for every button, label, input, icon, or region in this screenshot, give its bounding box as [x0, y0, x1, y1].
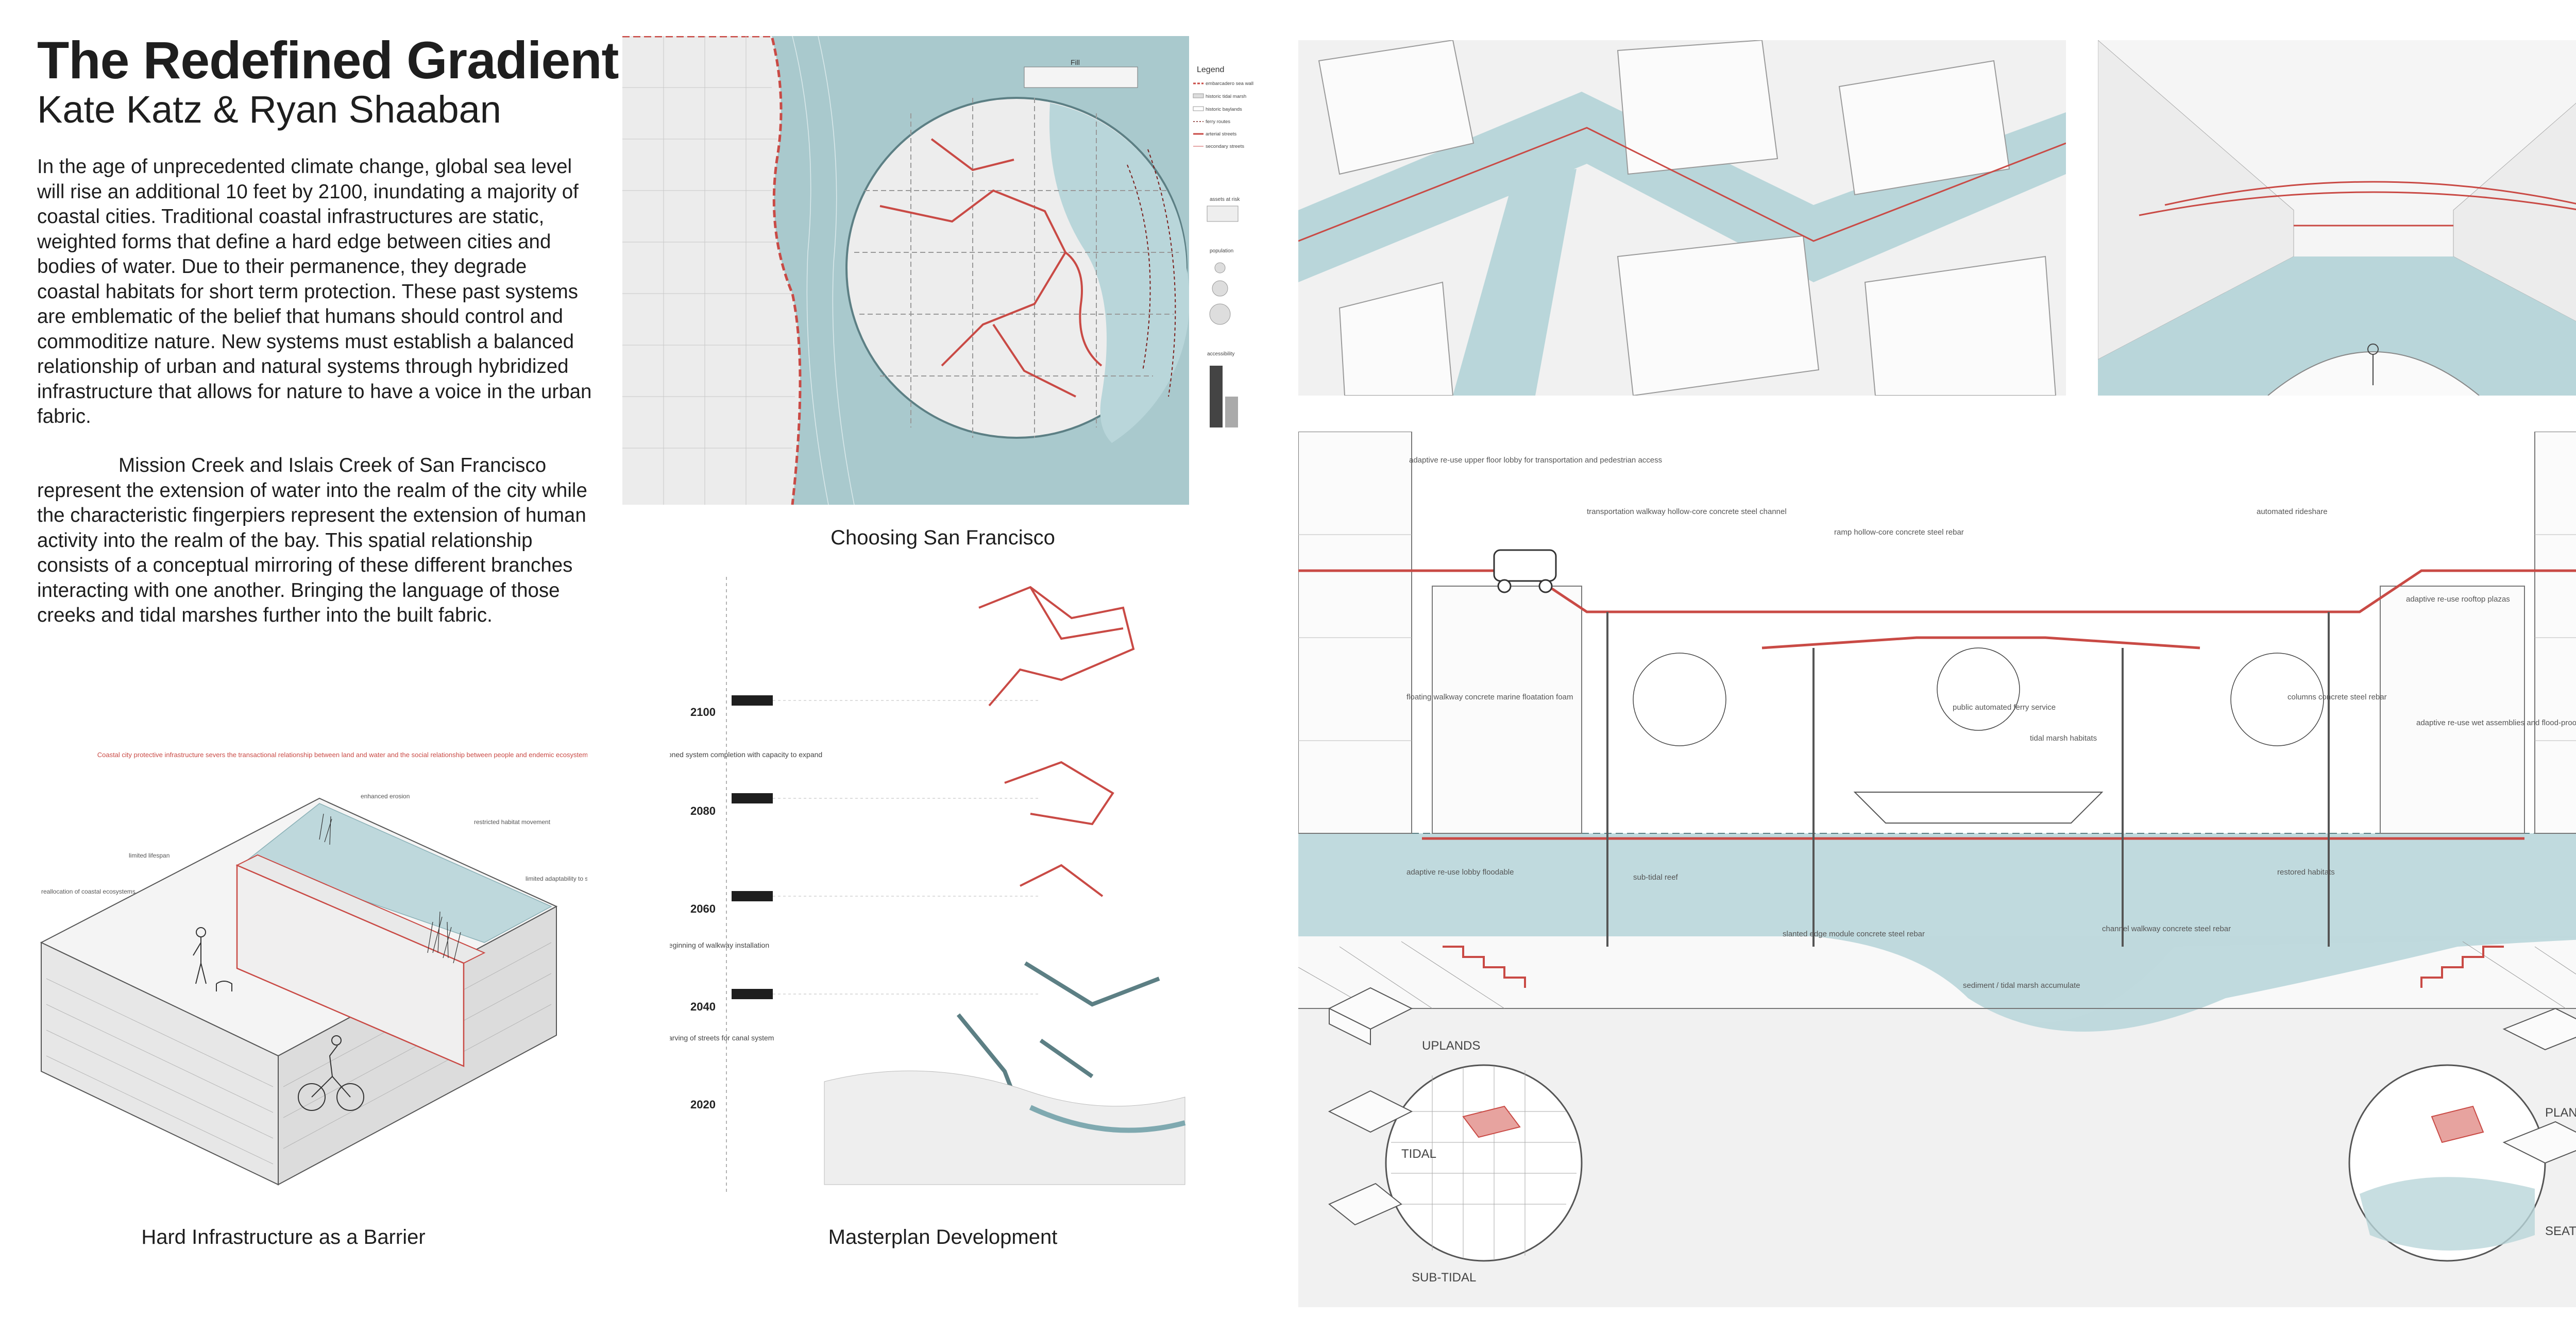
label-lobby: adaptive re-use lobby floodable	[1406, 868, 1514, 877]
year-2060: 2060	[690, 902, 716, 915]
module-tidal: TIDAL	[1401, 1147, 1436, 1161]
module-uplands: UPLANDS	[1422, 1039, 1480, 1053]
legend-item: historic tidal marsh	[1206, 94, 1246, 99]
label-lifespan: limited lifespan	[129, 852, 170, 859]
pedestrian-figure	[193, 927, 232, 991]
intro-paragraph-2: Mission Creek and Islais Creek of San Fr…	[37, 454, 587, 626]
label-flood: adaptive re-use wet assemblies and flood…	[2416, 718, 2576, 727]
label-floating: floating walkway concrete marine floatat…	[1406, 693, 1573, 701]
label-subtidal: sub-tidal reef	[1633, 873, 1679, 882]
legend-item: ferry routes	[1206, 119, 1230, 125]
population-label: population	[1210, 248, 1233, 254]
label-ferry: public automated ferry service	[1953, 703, 2056, 712]
label-ramp: ramp hollow-core concrete steel rebar	[1834, 528, 1964, 537]
label-erosion: enhanced erosion	[361, 793, 410, 800]
module-planting: PLANTING	[2545, 1106, 2576, 1120]
year-2020: 2020	[690, 1098, 716, 1111]
caption-masterplan: Masterplan Development	[828, 1226, 1058, 1248]
legend-item: historic baylands	[1206, 107, 1242, 112]
barrier-diagram: Coastal city protective infrastructure s…	[31, 737, 587, 1200]
year-2100: 2100	[690, 706, 716, 718]
label-adaptability: limited adaptability to sea level rise	[526, 875, 587, 882]
label-slanted: slanted edge module concrete steel rebar	[1783, 930, 1925, 938]
accessibility-label: accessibility	[1207, 351, 1234, 357]
module-seating: SEATING	[2545, 1224, 2576, 1238]
note-walkway: beginning of walkway installation	[670, 941, 769, 949]
label-restored: restored habitats	[2277, 868, 2335, 877]
automated-car	[1493, 549, 1557, 593]
legend-item: secondary streets	[1206, 144, 1244, 149]
label-reallocation: reallocation of coastal ecosystems	[41, 888, 135, 895]
label-channel: channel walkway concrete steel rebar	[2102, 925, 2231, 933]
aerial-canal-render	[1298, 40, 2066, 396]
label-sediment: sediment / tidal marsh accumulate	[1963, 981, 2080, 990]
intro-paragraph-1: In the age of unprecedented climate chan…	[37, 156, 592, 427]
masterplan-diagram: 2100 2080 2060 2040 2020 envisioned syst…	[670, 577, 1262, 1195]
label-rooftop: adaptive re-use rooftop plazas	[2406, 595, 2510, 604]
label-adaptive-upper: adaptive re-use upper floor lobby for tr…	[1409, 456, 1662, 465]
caption-map: Choosing San Francisco	[831, 526, 1055, 549]
note-canal: carving of streets for canal system	[670, 1034, 774, 1042]
label-walkway: transportation walkway hollow-core concr…	[1587, 507, 1787, 516]
authors: Kate Katz & Ryan Shaaban	[37, 88, 501, 131]
label-columns: columns concrete steel rebar	[2287, 693, 2387, 701]
canal-perspective-render	[2098, 40, 2576, 396]
san-francisco-map: Fill Legend embarcadero sea wall histori…	[622, 36, 1261, 505]
legend-item: arterial streets	[1206, 131, 1236, 137]
caption-barrier: Hard Infrastructure as a Barrier	[141, 1226, 426, 1248]
module-subtidal: SUB-TIDAL	[1412, 1271, 1476, 1285]
canal-section-drawing: adaptive re-use upper floor lobby for tr…	[1298, 432, 2576, 1307]
label-tidal-marsh: tidal marsh habitats	[2030, 734, 2097, 743]
page-title: The Redefined Gradient	[37, 31, 619, 90]
year-2080: 2080	[690, 805, 716, 817]
fill-label: Fill	[1071, 58, 1080, 66]
note-completion: envisioned system completion with capaci…	[670, 750, 822, 759]
label-habitat: restricted habitat movement	[474, 818, 551, 826]
cyclist-figure	[298, 1035, 364, 1111]
barrier-note: Coastal city protective infrastructure s…	[97, 751, 587, 759]
label-rideshare: automated rideshare	[2257, 507, 2328, 516]
assets-label: assets at risk	[1210, 197, 1240, 202]
legend-item: embarcadero sea wall	[1206, 81, 1253, 87]
legend-title: Legend	[1197, 65, 1224, 74]
year-2040: 2040	[690, 1000, 716, 1013]
